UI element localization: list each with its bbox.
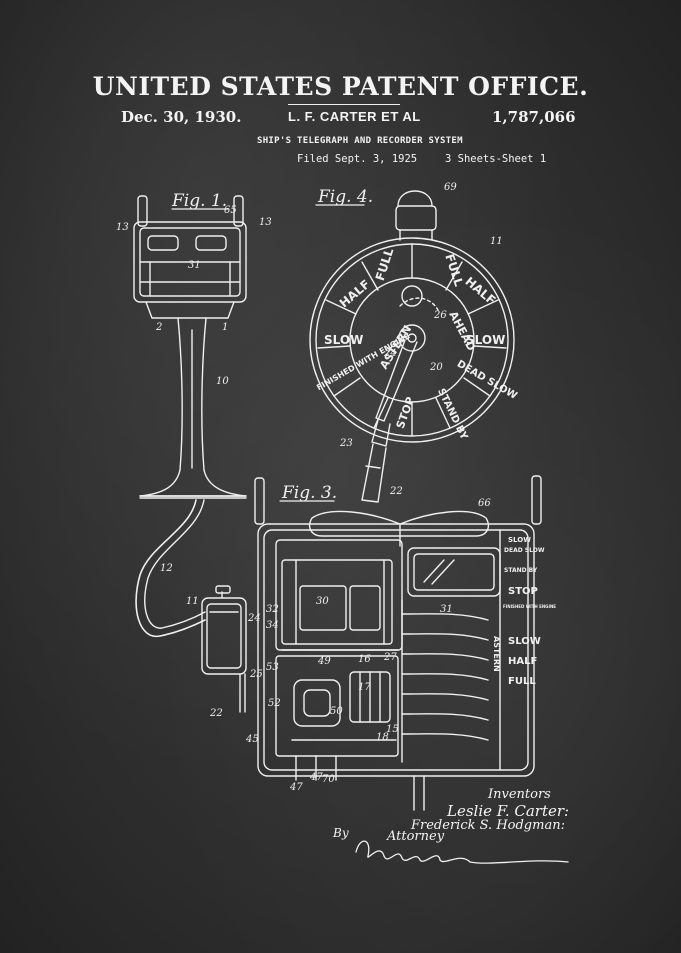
svg-text:20: 20 <box>429 362 443 373</box>
svg-text:24: 24 <box>383 348 397 359</box>
inventor-1-name: Leslie F. Carter: <box>447 802 570 820</box>
svg-text:2: 2 <box>155 322 162 333</box>
dial-label-slow-ahead: SLOW <box>466 333 505 347</box>
inventor-2-name: Frederick S. Hodgman: <box>411 818 565 833</box>
svg-text:52: 52 <box>268 698 281 709</box>
svg-text:15: 15 <box>386 724 399 735</box>
svg-text:26: 26 <box>433 310 447 321</box>
svg-text:17: 17 <box>358 682 371 693</box>
svg-text:32: 32 <box>266 604 279 615</box>
scale-label-full: FULL <box>508 676 536 687</box>
scale-label-finished: FINISHED WITH ENGINE <box>503 604 556 609</box>
svg-text:47: 47 <box>309 772 323 783</box>
dial-label-half-ahead: HALF <box>462 274 498 307</box>
scale-label-dead-slow: DEAD SLOW <box>504 547 545 554</box>
svg-text:70: 70 <box>322 774 335 785</box>
figure-4-dial <box>309 190 515 503</box>
svg-text:18: 18 <box>376 732 389 743</box>
patent-date: Dec. 30, 1930. <box>121 108 242 126</box>
svg-text:13: 13 <box>116 222 129 233</box>
svg-text:65: 65 <box>224 205 237 216</box>
svg-text:22: 22 <box>389 486 403 497</box>
svg-text:24: 24 <box>247 613 261 624</box>
inventor-rule <box>288 104 400 105</box>
svg-text:22: 22 <box>209 708 223 719</box>
attorney-signature-stroke <box>355 840 569 864</box>
scale-label-half: HALF <box>508 656 537 667</box>
svg-text:34: 34 <box>266 620 279 631</box>
svg-text:66: 66 <box>478 498 491 509</box>
svg-text:10: 10 <box>216 376 229 387</box>
svg-text:12: 12 <box>160 563 173 574</box>
svg-text:45: 45 <box>245 734 259 745</box>
patent-number: 1,787,066 <box>492 108 576 126</box>
svg-text:50: 50 <box>330 706 343 717</box>
scale-label-slow-top: SLOW <box>508 536 531 544</box>
svg-text:30: 30 <box>316 596 329 607</box>
figure-3-recorder <box>254 475 542 811</box>
svg-text:69: 69 <box>444 182 457 193</box>
junction-box <box>201 585 247 713</box>
svg-text:11: 11 <box>490 236 503 247</box>
dial-label-slow-astern: SLOW <box>324 333 363 347</box>
fig-3-label: Fig. 3. <box>281 483 337 503</box>
svg-text:13: 13 <box>259 217 272 228</box>
dial-label-dead-slow: DEAD SLOW <box>455 359 519 402</box>
scale-label-stand-by: STAND BY <box>504 567 538 574</box>
svg-text:23: 23 <box>339 438 353 449</box>
figure-1-drawing <box>133 195 247 638</box>
svg-text:11: 11 <box>186 596 199 607</box>
attorney-label: Attorney <box>387 829 445 844</box>
svg-text:47: 47 <box>289 782 303 793</box>
patent-office-heading: UNITED STATES PATENT OFFICE. <box>92 72 589 101</box>
patent-title: SHIP'S TELEGRAPH AND RECORDER SYSTEM <box>257 136 463 146</box>
fig-1-label: Fig. 1. <box>171 191 227 211</box>
inventors-short: L. F. CARTER ET AL <box>288 109 421 124</box>
svg-text:1: 1 <box>222 322 228 333</box>
svg-text:49: 49 <box>317 656 331 667</box>
fig-4-label: Fig. 4. <box>317 187 373 207</box>
scale-label-stop: STOP <box>508 586 538 597</box>
svg-text:25: 25 <box>249 669 263 680</box>
svg-text:31: 31 <box>188 260 201 271</box>
inventors-label: Inventors <box>488 787 551 802</box>
dial-label-half-astern: HALF <box>337 277 373 310</box>
svg-text:53: 53 <box>266 662 279 673</box>
sheet-count: 3 Sheets-Sheet 1 <box>445 153 547 165</box>
scale-label-slow: SLOW <box>508 636 541 647</box>
filed-date: Filed Sept. 3, 1925 <box>297 153 418 165</box>
svg-text:16: 16 <box>358 654 371 665</box>
by-label: By <box>333 826 349 840</box>
svg-text:27: 27 <box>383 652 397 663</box>
svg-text:31: 31 <box>440 604 453 615</box>
scale-label-astern: ASTERN <box>492 636 501 672</box>
